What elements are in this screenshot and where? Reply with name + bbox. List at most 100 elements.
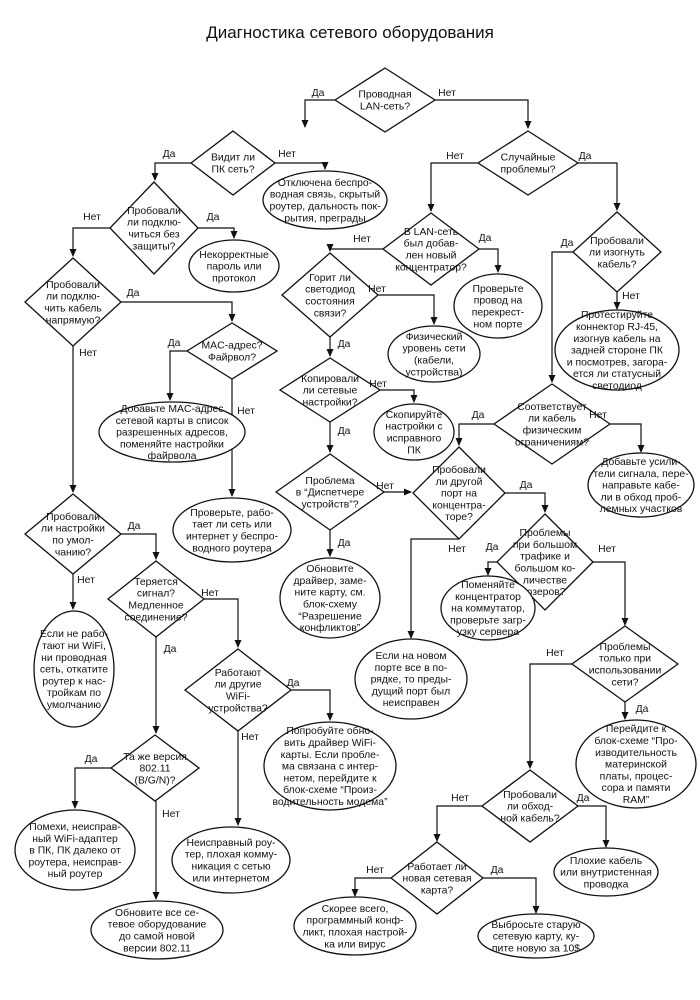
flow-arrow (121, 533, 160, 560)
outcome-oval (98, 401, 246, 463)
flow-arrow (204, 598, 242, 648)
node-text-line: нетом, перейдите к (284, 773, 377, 784)
flow-arrow (505, 492, 549, 513)
node-text-line: вить драйвер WiFi- (284, 738, 376, 749)
node-text-line: LAN-сеть? (360, 102, 410, 113)
node-text-line: устройства? (208, 703, 268, 714)
node-text-line: провод на (474, 296, 523, 307)
decision-diamond (185, 322, 279, 380)
edge-label-yes: Да (486, 542, 499, 553)
node-text-line: программный конф- (307, 915, 404, 927)
decision-diamond (274, 453, 386, 531)
edge-label-no: Нет (79, 348, 97, 359)
flow-arrow (121, 301, 236, 322)
outcome-bad-router: Неисправный роу-тер, плохая комму-никаци… (171, 826, 291, 894)
outcome-oval (33, 610, 115, 728)
outcome-oval (387, 325, 481, 383)
edge-label-yes: Да (128, 521, 141, 532)
decision-diamond (281, 252, 379, 338)
outcome-oval (14, 809, 136, 891)
decision-diamond (106, 560, 206, 638)
flow-arrow (610, 423, 645, 453)
node-text-line: ли подклю- (127, 218, 181, 229)
node-text-line: тер, плохая комму- (185, 850, 277, 861)
node-text-line: светодиод (592, 381, 642, 392)
node-text-line: Копировали (301, 374, 359, 385)
edge-label-no: Нет (546, 648, 564, 659)
node-text-line: водного роутера (192, 543, 272, 554)
node-text-line: Проблемы (600, 641, 651, 653)
node-text-line: неисправен (383, 698, 440, 709)
flow-arrow (593, 561, 629, 626)
flow-arrow (326, 244, 383, 252)
decision-diamond (572, 211, 662, 293)
node-text-line: физическим (523, 425, 582, 437)
edge-label-yes: Да (207, 212, 220, 223)
node-text-line: ли настройки (41, 524, 105, 535)
decision-diamond (109, 734, 201, 802)
node-text-line: Случайные (501, 153, 556, 164)
edge-label-no: Нет (368, 284, 386, 295)
node-text-line: или внутристенная (560, 868, 652, 879)
node-text-line: ограничениям? (515, 437, 589, 448)
node-text-line: Помехи, неисправ- (29, 822, 120, 833)
node-text-line: Неисправный роу- (187, 838, 276, 849)
node-text-line: устройства) (406, 367, 463, 378)
edge-label-yes: Да (168, 338, 181, 349)
node-text-line: исправного (387, 434, 442, 445)
node-text-line: Пробовали (503, 789, 557, 801)
outcome-check-net: Проверьте, рабо-тает ли сеть илиинтернет… (172, 497, 292, 563)
node-text-line: дущий порт был (372, 685, 450, 697)
node-text-line: юзеров? (524, 587, 565, 598)
node-text-line: сеть, откатите (40, 665, 108, 676)
node-text-line: Обновите все се- (115, 907, 199, 919)
node-text-line: ПК (407, 445, 421, 456)
node-text-line: сети? (612, 677, 639, 688)
node-text-line: WiFi- (226, 692, 250, 703)
node-text-line: только при (599, 654, 651, 665)
node-text-line: тели сигнала, пере- (593, 469, 688, 480)
node-text-line: ли другой (436, 477, 483, 488)
node-text-line: Медленное (128, 601, 183, 612)
outcome-oval (263, 721, 397, 811)
node-text-line: пите новую за 10$ (492, 943, 580, 954)
node-text-line: Добавьте усили- (601, 456, 680, 468)
node-text-line: изводительность (595, 748, 677, 759)
decision-diamond (333, 67, 437, 133)
node-text-line: Пробовали (46, 511, 100, 523)
flow-arrow (484, 561, 497, 576)
edge-label-yes: Да (636, 704, 649, 715)
node-text-line: и посмотрев, загора- (567, 357, 668, 368)
outcome-oval (575, 719, 697, 809)
node-text-line: ли в обход проб- (601, 491, 682, 503)
node-text-line: по умол- (52, 536, 94, 547)
node-text-line: порте все в по- (375, 663, 448, 674)
edge-label-no: Нет (237, 406, 255, 417)
flow-arrow (71, 767, 111, 809)
edge-label-yes: Да (479, 233, 492, 244)
decision-diamond (389, 841, 485, 915)
node-text-line: Обновите (306, 563, 354, 575)
outcome-oval (553, 847, 659, 897)
node-text-line: настройки с (385, 422, 442, 433)
node-text-line: тевое оборудование (108, 919, 207, 931)
node-text-line: напрямую? (46, 315, 101, 326)
outcome-oval (279, 557, 381, 639)
decision-diamond (183, 648, 293, 732)
node-text-line: Работают (215, 667, 262, 679)
node-text-line: торе? (445, 512, 473, 523)
node-text-line: ли подклю- (46, 292, 100, 303)
node-text-line: тают ни WiFi, (42, 641, 106, 652)
node-text-line: лемных участков (600, 504, 683, 515)
node-text-line: Теряется (134, 577, 178, 588)
decision-diamond (189, 130, 277, 196)
node-text-line: порт на (441, 489, 477, 500)
